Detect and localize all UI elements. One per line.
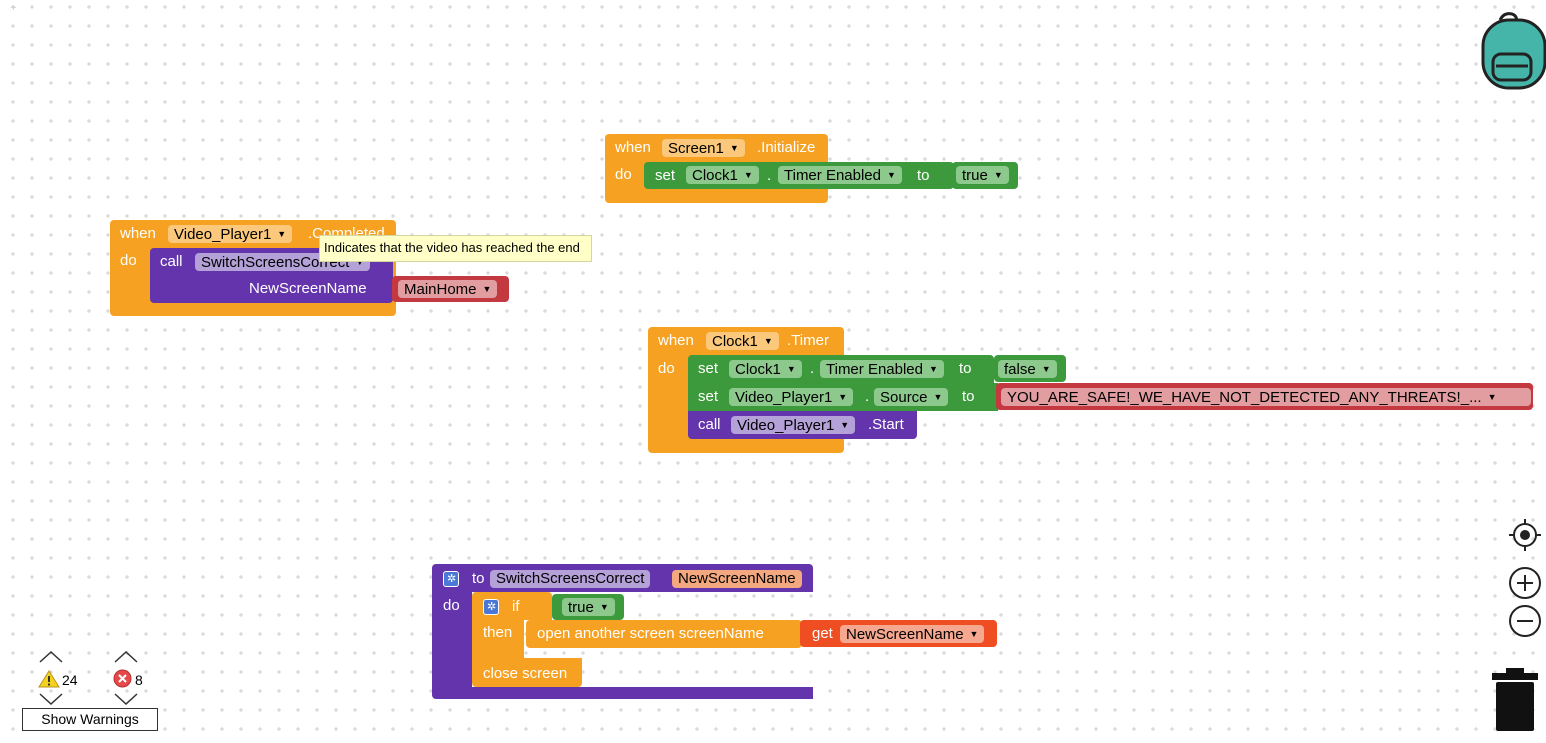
text-value-field[interactable]: MainHome▼ xyxy=(398,280,498,298)
error-icon xyxy=(113,669,132,688)
warning-icon xyxy=(38,670,60,688)
boolean-dropdown[interactable]: false▼ xyxy=(998,360,1057,378)
backpack-icon[interactable] xyxy=(1478,10,1546,90)
parameter-field[interactable]: NewScreenName xyxy=(672,570,802,588)
close-screen-label: close screen xyxy=(483,665,568,682)
variable-dropdown[interactable]: NewScreenName▼ xyxy=(840,625,985,643)
open-another-screen-block[interactable] xyxy=(526,620,802,648)
do-label: do xyxy=(658,360,675,377)
param-label: NewScreenName xyxy=(249,280,367,297)
property-dropdown[interactable]: Source▼ xyxy=(874,388,949,406)
when-label: when xyxy=(658,332,694,349)
component-dropdown[interactable]: Video_Player1▼ xyxy=(731,416,856,434)
do-label: do xyxy=(615,166,632,183)
set-label: set xyxy=(698,388,719,405)
recenter-icon[interactable] xyxy=(1508,518,1542,552)
procedure-name-field[interactable]: SwitchScreensCorrect xyxy=(490,570,651,588)
show-warnings-button[interactable]: Show Warnings xyxy=(22,708,158,731)
get-label: get xyxy=(812,625,833,642)
target-dropdown[interactable]: Clock1▼ xyxy=(686,166,759,184)
zoom-in-icon[interactable] xyxy=(1508,566,1542,600)
call-label: call xyxy=(698,416,721,433)
target-dropdown[interactable]: Video_Player1▼ xyxy=(729,388,854,406)
to-label: to xyxy=(917,167,930,184)
event-label: .Timer xyxy=(787,332,829,349)
then-label: then xyxy=(483,624,513,641)
dot-label: . xyxy=(810,360,815,377)
to-label: to xyxy=(959,360,972,377)
call-label: call xyxy=(160,253,183,270)
warning-next-arrow-icon[interactable] xyxy=(38,692,64,706)
component-dropdown[interactable]: Screen1▼ xyxy=(662,139,745,157)
if-label: if xyxy=(512,598,520,615)
close-screen-block[interactable] xyxy=(472,658,582,687)
text-value-field[interactable]: YOU_ARE_SAFE!_WE_HAVE_NOT_DETECTED_ANY_T… xyxy=(1001,388,1531,406)
warning-prev-arrow-icon[interactable] xyxy=(38,650,64,664)
error-prev-arrow-icon[interactable] xyxy=(113,650,139,664)
dot-label: . xyxy=(865,388,870,405)
gear-icon[interactable] xyxy=(483,599,499,615)
trash-icon[interactable] xyxy=(1492,668,1538,732)
method-label: .Start xyxy=(868,416,904,433)
gear-glyph: ✲ xyxy=(447,573,457,585)
to-label: to xyxy=(472,570,485,587)
component-dropdown[interactable]: Clock1▼ xyxy=(706,332,779,350)
error-next-arrow-icon[interactable] xyxy=(113,692,139,706)
to-label: to xyxy=(962,388,975,405)
set-label: set xyxy=(698,360,719,377)
property-dropdown[interactable]: Timer Enabled▼ xyxy=(820,360,944,378)
target-dropdown[interactable]: Clock1▼ xyxy=(729,360,802,378)
gear-icon[interactable] xyxy=(443,571,459,587)
component-dropdown[interactable]: Video_Player1▼ xyxy=(168,225,293,243)
do-label: do xyxy=(443,597,460,614)
property-dropdown[interactable]: Timer Enabled▼ xyxy=(778,166,902,184)
error-count: 8 xyxy=(135,672,143,688)
boolean-dropdown[interactable]: true▼ xyxy=(956,166,1009,184)
gear-glyph: ✲ xyxy=(487,601,497,613)
dot-label: . xyxy=(767,167,772,184)
event-label: .Initialize xyxy=(757,139,816,156)
warning-count: 24 xyxy=(62,672,78,688)
open-screen-label: open another screen screenName xyxy=(537,625,764,642)
zoom-out-icon[interactable] xyxy=(1508,604,1542,638)
block-tooltip: Indicates that the video has reached the… xyxy=(319,235,592,262)
do-label: do xyxy=(120,252,137,269)
when-label: when xyxy=(120,225,156,242)
when-label: when xyxy=(615,139,651,156)
boolean-dropdown[interactable]: true▼ xyxy=(562,598,615,616)
set-label: set xyxy=(655,167,676,184)
